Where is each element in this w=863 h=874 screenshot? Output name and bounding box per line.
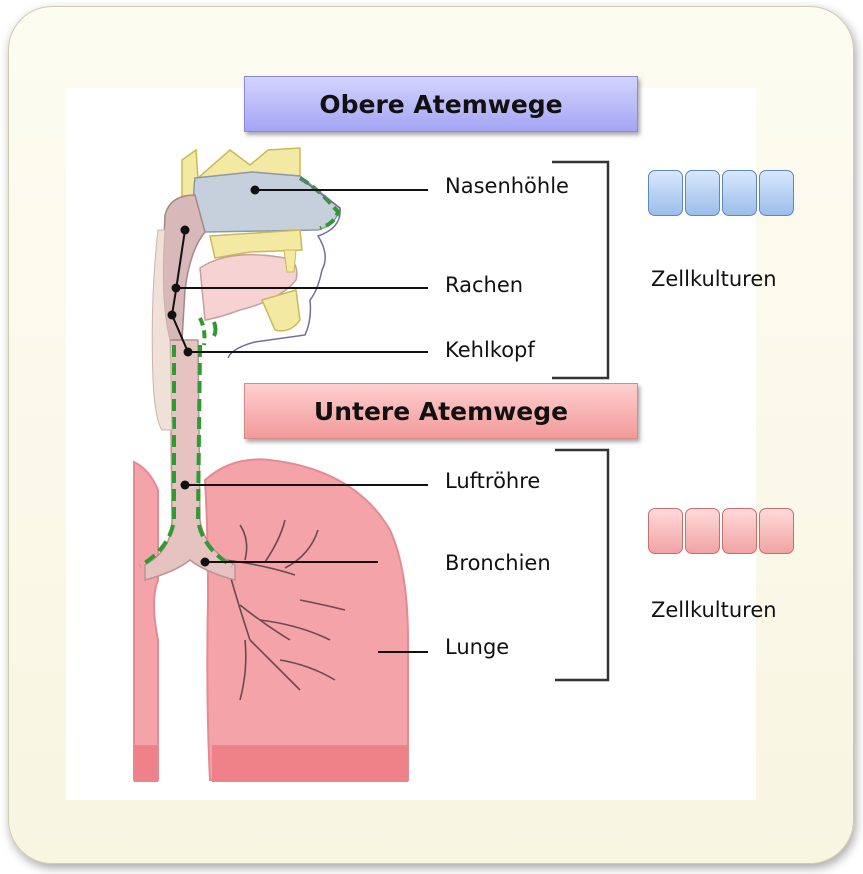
label-trachea: Luftröhre [445,469,541,493]
right-lung [203,458,409,781]
upper-bracket [552,160,610,380]
label-cell-cultures-lower: Zellkulturen [651,598,777,622]
cell-culture-icon-upper [648,170,796,216]
pointer-lines [170,189,428,653]
lower-bracket [555,448,610,682]
nasal-cavity [193,171,341,233]
label-pharynx: Rachen [445,273,524,297]
cell-culture-icon-lower [648,508,796,554]
label-bronchi: Bronchien [445,551,551,575]
upper-airways-banner: Obere Atemwege [244,76,638,132]
right-lung-base [212,745,408,782]
left-lung [133,460,159,781]
pointer-dots [167,185,260,567]
pharynx [161,194,206,341]
larynx-dot [212,321,218,337]
nasal-lining [298,176,341,230]
palate-bone [209,229,303,259]
label-cell-cultures-upper: Zellkulturen [651,267,777,291]
left-lung-base [134,745,158,782]
bronchial-tree [224,519,346,701]
label-lung: Lunge [445,635,510,659]
label-nasal-cavity: Nasenhöhle [445,174,569,198]
larynx-lining [198,317,207,346]
jaw-bone [260,289,301,332]
label-larynx: Kehlkopf [445,338,535,362]
lower-airways-banner: Untere Atemwege [244,383,638,439]
teeth-upper [283,249,297,273]
neck-back [151,229,173,431]
